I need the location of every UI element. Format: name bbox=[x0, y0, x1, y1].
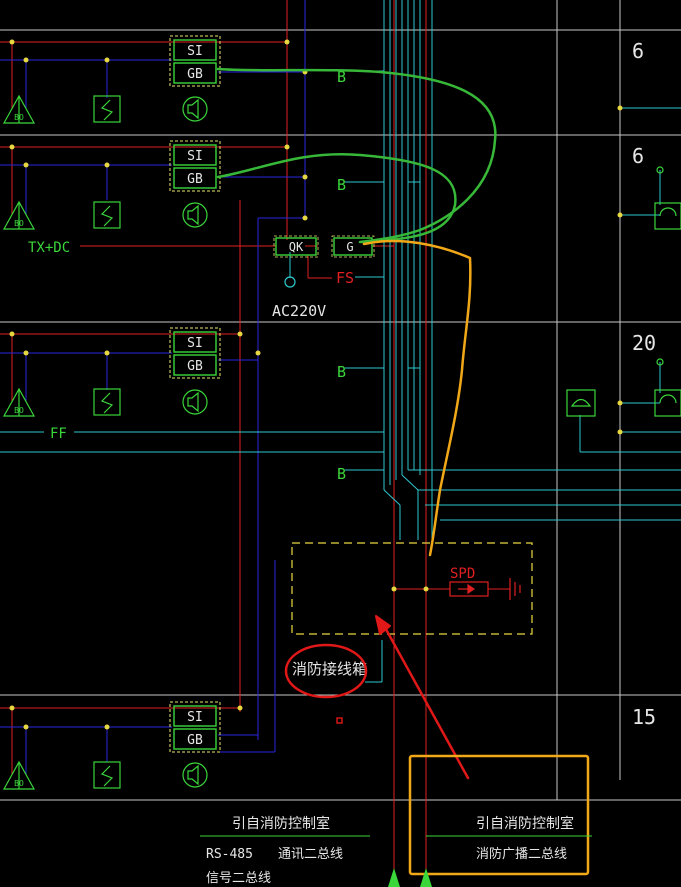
module-floor-4 bbox=[169, 701, 221, 753]
svg-text:BO: BO bbox=[14, 113, 24, 122]
red-annotation-circle bbox=[284, 643, 368, 699]
svg-text:BO: BO bbox=[14, 779, 24, 788]
junction-box-outline bbox=[291, 542, 533, 635]
module-floor-1 bbox=[169, 35, 221, 87]
svg-text:BO: BO bbox=[14, 219, 24, 228]
txdc-label: TX+DC bbox=[28, 240, 70, 256]
bus-b-label: B bbox=[337, 363, 346, 381]
left-source-title: 引自消防控制室 bbox=[232, 815, 330, 832]
cyan-trunk bbox=[0, 0, 681, 683]
floor-2-devices: BO bbox=[2, 200, 208, 230]
gb-label: GB bbox=[187, 359, 203, 374]
red-risers bbox=[0, 0, 510, 870]
qk-label: QK bbox=[289, 240, 304, 254]
orange-annotation-stroke bbox=[362, 239, 472, 557]
ac220v-label: AC220V bbox=[272, 302, 326, 320]
g-label: G bbox=[346, 240, 353, 254]
floor-4-devices: BO bbox=[2, 760, 208, 790]
si-label: SI bbox=[187, 336, 203, 351]
gb-label: GB bbox=[187, 67, 203, 82]
hand-annotations bbox=[216, 67, 590, 876]
ff-label: FF bbox=[50, 426, 67, 442]
power-terminal-icon bbox=[284, 276, 296, 288]
bottom-notes: 引自消防控制室 RS-485 通讯二总线 信号二总线 引自消防控制室 消防广播二… bbox=[200, 815, 592, 887]
bus-labels: B B B B bbox=[337, 68, 346, 483]
si-label: SI bbox=[187, 710, 203, 725]
floor-grid bbox=[0, 0, 681, 801]
marker-square bbox=[336, 717, 343, 724]
module-floor-3 bbox=[169, 327, 221, 379]
right-source-title: 引自消防控制室 bbox=[476, 815, 574, 832]
spd-device: SPD bbox=[449, 566, 521, 600]
floor-3-devices: BO bbox=[2, 387, 208, 417]
si-label: SI bbox=[187, 149, 203, 164]
bus-b-label: B bbox=[337, 68, 346, 86]
floor-number: 20 bbox=[632, 331, 656, 355]
red-annotation-arrow bbox=[380, 620, 470, 780]
green-annotation-stroke bbox=[216, 67, 497, 244]
blue-bus bbox=[0, 0, 306, 775]
gb-label: GB bbox=[187, 172, 203, 187]
svg-text:BO: BO bbox=[14, 406, 24, 415]
right-side-devices bbox=[566, 166, 681, 417]
g-module: G bbox=[331, 235, 375, 258]
comm-bus-label: 通讯二总线 bbox=[278, 847, 343, 862]
bus-b-label: B bbox=[337, 176, 346, 194]
bus-b-label: B bbox=[337, 465, 346, 483]
orange-annotation-box bbox=[408, 754, 590, 876]
qk-module: QK bbox=[273, 235, 319, 258]
junction-box-label: 消防接线箱 bbox=[292, 660, 367, 678]
junction-dots bbox=[9, 39, 623, 730]
signal-bus-label: 信号二总线 bbox=[206, 871, 271, 886]
floor-number: 6 bbox=[632, 39, 644, 63]
rs485-label: RS-485 bbox=[206, 847, 253, 862]
broadcast-bus-label: 消防广播二总线 bbox=[476, 846, 567, 862]
green-annotation-stroke bbox=[216, 153, 457, 244]
si-label: SI bbox=[187, 44, 203, 59]
spd-label: SPD bbox=[450, 566, 475, 582]
floor-number: 6 bbox=[632, 144, 644, 168]
floor-number: 15 bbox=[632, 705, 656, 729]
floor-1-devices: BO bbox=[2, 94, 208, 124]
gb-label: GB bbox=[187, 733, 203, 748]
module-floor-2 bbox=[169, 140, 221, 192]
fs-label: FS bbox=[336, 269, 354, 287]
